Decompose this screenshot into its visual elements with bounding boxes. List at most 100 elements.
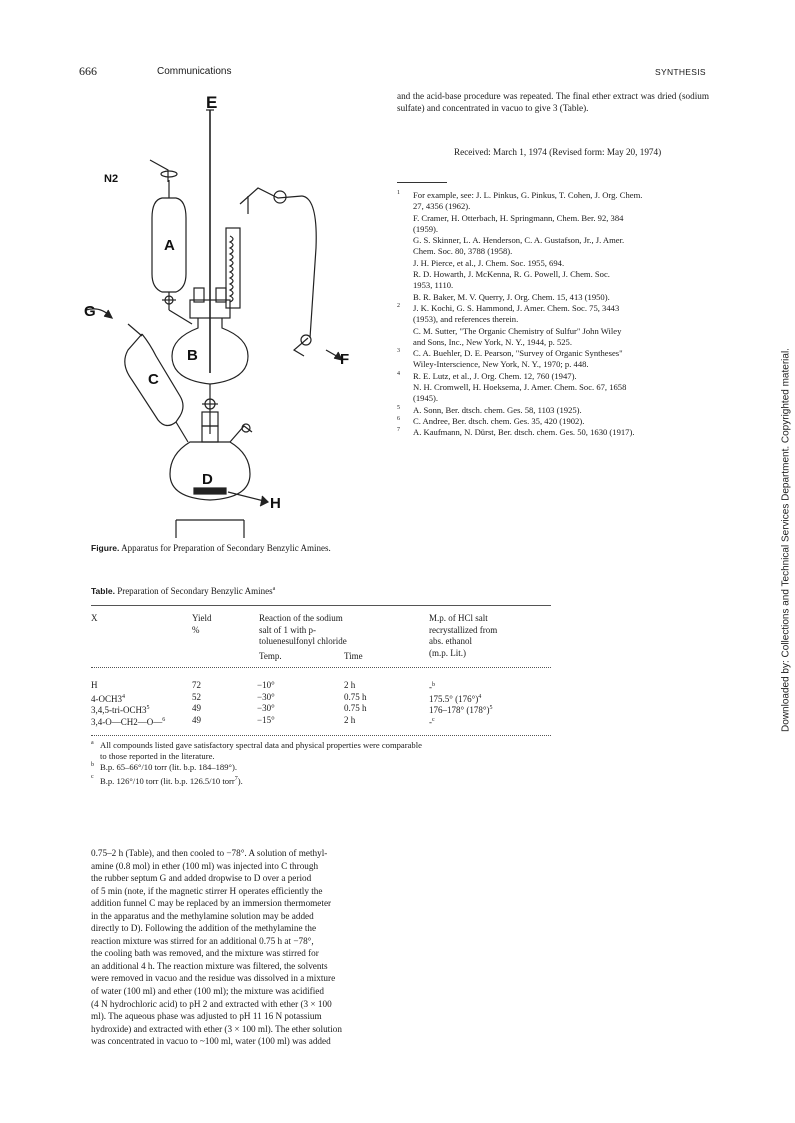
reference-line: R. D. Howarth, J. McKenna, R. G. Powell,…: [413, 269, 610, 280]
table-title-sup: a: [272, 586, 276, 592]
section-title: Communications: [157, 66, 232, 77]
table-header-line: recrystallized from: [429, 624, 498, 635]
reference-number: 5: [397, 404, 400, 411]
table-header-line: M.p. of HCl salt: [429, 613, 488, 623]
reference-line: C. A. Buehler, D. E. Pearson, "Survey of…: [413, 348, 623, 359]
cell-x: 3,4-O—CH2—O—6: [91, 716, 166, 727]
paragraph-line: addition funnel C may be replaced by an …: [91, 898, 332, 909]
table-header-line: %: [192, 624, 200, 635]
cell-mp: -b: [429, 682, 435, 692]
reference-line: J. K. Kochi, G. S. Hammond, J. Amer. Che…: [413, 302, 620, 313]
paragraph-line: were removed in vacuo and the residue wa…: [91, 973, 336, 984]
label-c: C: [148, 371, 159, 388]
footnote: b B.p. 65–66°/10 torr (lit. b.p. 184–189…: [91, 762, 561, 773]
cell-temp: −30°: [257, 703, 275, 714]
paragraph-line: hydroxide) and extracted with ether (3 ×…: [91, 1023, 342, 1034]
reference-line: For example, see: J. L. Pinkus, G. Pinku…: [413, 190, 643, 200]
reference-line: 1953, 1110.: [413, 280, 454, 291]
reference-line: 27, 4356 (1962).: [413, 201, 471, 212]
cell-temp: −15°: [257, 714, 275, 725]
paragraph-line: (4 N hydrochloric acid) to pH 2 and extr…: [91, 998, 332, 1009]
cell-yield: 49: [192, 703, 201, 714]
table-header-line: Reaction of the sodium: [259, 613, 343, 623]
cell-time: 0.75 h: [344, 703, 367, 714]
table-bottom-rule: [91, 735, 551, 736]
table-header-reaction: Reaction of the sodium salt of 1 with p-…: [259, 613, 347, 648]
reference-line: (1959).: [413, 223, 439, 234]
label-d: D: [202, 471, 213, 488]
reference-line: and Sons, Inc., New York, N. Y., 1944, p…: [413, 336, 572, 347]
reference: 4 R. E. Lutz, et al., J. Org. Chem. 12, …: [397, 371, 709, 405]
journal-name: SYNTHESIS: [655, 67, 706, 77]
table-header-yield: Yield %: [192, 613, 212, 636]
footnote: a All compounds listed gave satisfactory…: [91, 740, 561, 762]
reference-number: 7: [397, 427, 400, 434]
cell-mp: 176–178° (178°)5: [429, 705, 493, 716]
footnote-mark: c: [91, 773, 94, 780]
table-header-line: toluenesulfonyl chloride: [259, 636, 347, 647]
reference-line: (1945).: [413, 393, 439, 404]
table-header-line: abs. ethanol: [429, 636, 472, 647]
table-row: 3,4,5-tri-OCH35 49 −30° 0.75 h 176–178° …: [91, 703, 561, 715]
reference: 3 C. A. Buehler, D. E. Pearson, "Survey …: [397, 348, 709, 371]
label-e: E: [206, 93, 217, 112]
paragraph-line: directly to D). Following the addition o…: [91, 923, 317, 934]
footnote: c B.p. 126°/10 torr (lit. b.p. 126.5/10 …: [91, 774, 561, 787]
reference-line: F. Cramer, H. Otterbach, H. Springmann, …: [413, 212, 624, 223]
reference-number: 3: [397, 348, 400, 355]
paragraph-line: 0.75–2 h (Table), and then cooled to −78…: [91, 848, 328, 858]
figure-caption: Figure. Apparatus for Preparation of Sec…: [91, 543, 331, 553]
paragraph-line: amine (0.8 mol) in ether (100 ml) was in…: [91, 860, 319, 871]
download-notice: Downloaded by: Collections and Technical…: [776, 330, 795, 750]
reference-line: N. H. Cromwell, H. Hoeksema, J. Amer. Ch…: [413, 382, 627, 393]
label-h: H: [270, 495, 281, 512]
cell-time: 0.75 h: [344, 691, 367, 702]
table-header-line: Yield: [192, 613, 212, 623]
cell-temp: −30°: [257, 691, 275, 702]
reference-number: 4: [397, 370, 400, 377]
reference-number: 1: [397, 190, 400, 196]
paragraph-line: in the apparatus and the methylamine sol…: [91, 910, 314, 921]
reference-line: Chem. Soc. 80, 3788 (1958).: [413, 246, 513, 257]
cell-yield: 49: [192, 714, 201, 725]
reference: 6 C. Andree, Ber. dtsch. chem. Ges. 35, …: [397, 416, 709, 427]
label-a: A: [164, 237, 175, 254]
paragraph-line: of 5 min (note, if the magnetic stirrer …: [91, 885, 323, 896]
paragraph-line: reaction mixture was stirred for an addi…: [91, 935, 314, 946]
table-header-line: (m.p. Lit.): [429, 647, 466, 658]
table-title-label: Table.: [91, 586, 115, 596]
table-title-text: Preparation of Secondary Benzylic Amines: [117, 586, 273, 596]
table-top-rule: [91, 605, 551, 606]
reference-line: A. Kaufmann, N. Dürst, Ber. dtsch. chem.…: [413, 427, 635, 438]
cell-yield: 72: [192, 680, 201, 690]
reference-number: 6: [397, 415, 400, 422]
label-b: B: [187, 347, 198, 364]
table-row: 3,4-O—CH2—O—6 49 −15° 2 h -c: [91, 715, 561, 727]
reference-number: 2: [397, 302, 400, 309]
footnote-line: B.p. 65–66°/10 torr (lit. b.p. 184–189°)…: [100, 762, 237, 773]
footnote-line: All compounds listed gave satisfactory s…: [100, 740, 422, 750]
cell-x: H: [91, 680, 98, 690]
footnote-mark: b: [91, 762, 94, 769]
cell-mp: -c: [429, 716, 435, 727]
footnote-mark: a: [91, 740, 94, 746]
received-date: Received: March 1, 1974 (Revised form: M…: [454, 147, 662, 157]
cell-time: 2 h: [344, 714, 356, 725]
label-f: F: [340, 351, 349, 368]
figure-caption-text: Apparatus for Preparation of Secondary B…: [121, 543, 331, 553]
paragraph-line: the cooling bath was removed, and the mi…: [91, 948, 319, 959]
table-header-mp: M.p. of HCl salt recrystallized from abs…: [429, 613, 497, 659]
references-list: 1 For example, see: J. L. Pinkus, G. Pin…: [397, 190, 709, 439]
footnote-line: to those reported in the literature.: [100, 751, 215, 762]
table-row: 4-OCH34 52 −30° 0.75 h 175.5° (176°)4: [91, 692, 561, 704]
reference-line: B. R. Baker, M. V. Querry, J. Org. Chem.…: [413, 291, 610, 302]
reference-line: C. M. Sutter, "The Organic Chemistry of …: [413, 325, 622, 336]
page-number: 666: [79, 64, 97, 78]
download-notice-text: Downloaded by: Collections and Technical…: [780, 348, 792, 732]
references-rule: [397, 182, 447, 183]
reference: 7 A. Kaufmann, N. Dürst, Ber. dtsch. che…: [397, 427, 709, 438]
reference-line: J. H. Pierce, et al., J. Chem. Soc. 1955…: [413, 257, 565, 268]
reference: 5 A. Sonn, Ber. dtsch. chem. Ges. 58, 11…: [397, 405, 709, 416]
paragraph-line: was concentrated in vacuo to ~100 ml, wa…: [91, 1036, 331, 1047]
cell-x: 4-OCH34: [91, 693, 125, 704]
